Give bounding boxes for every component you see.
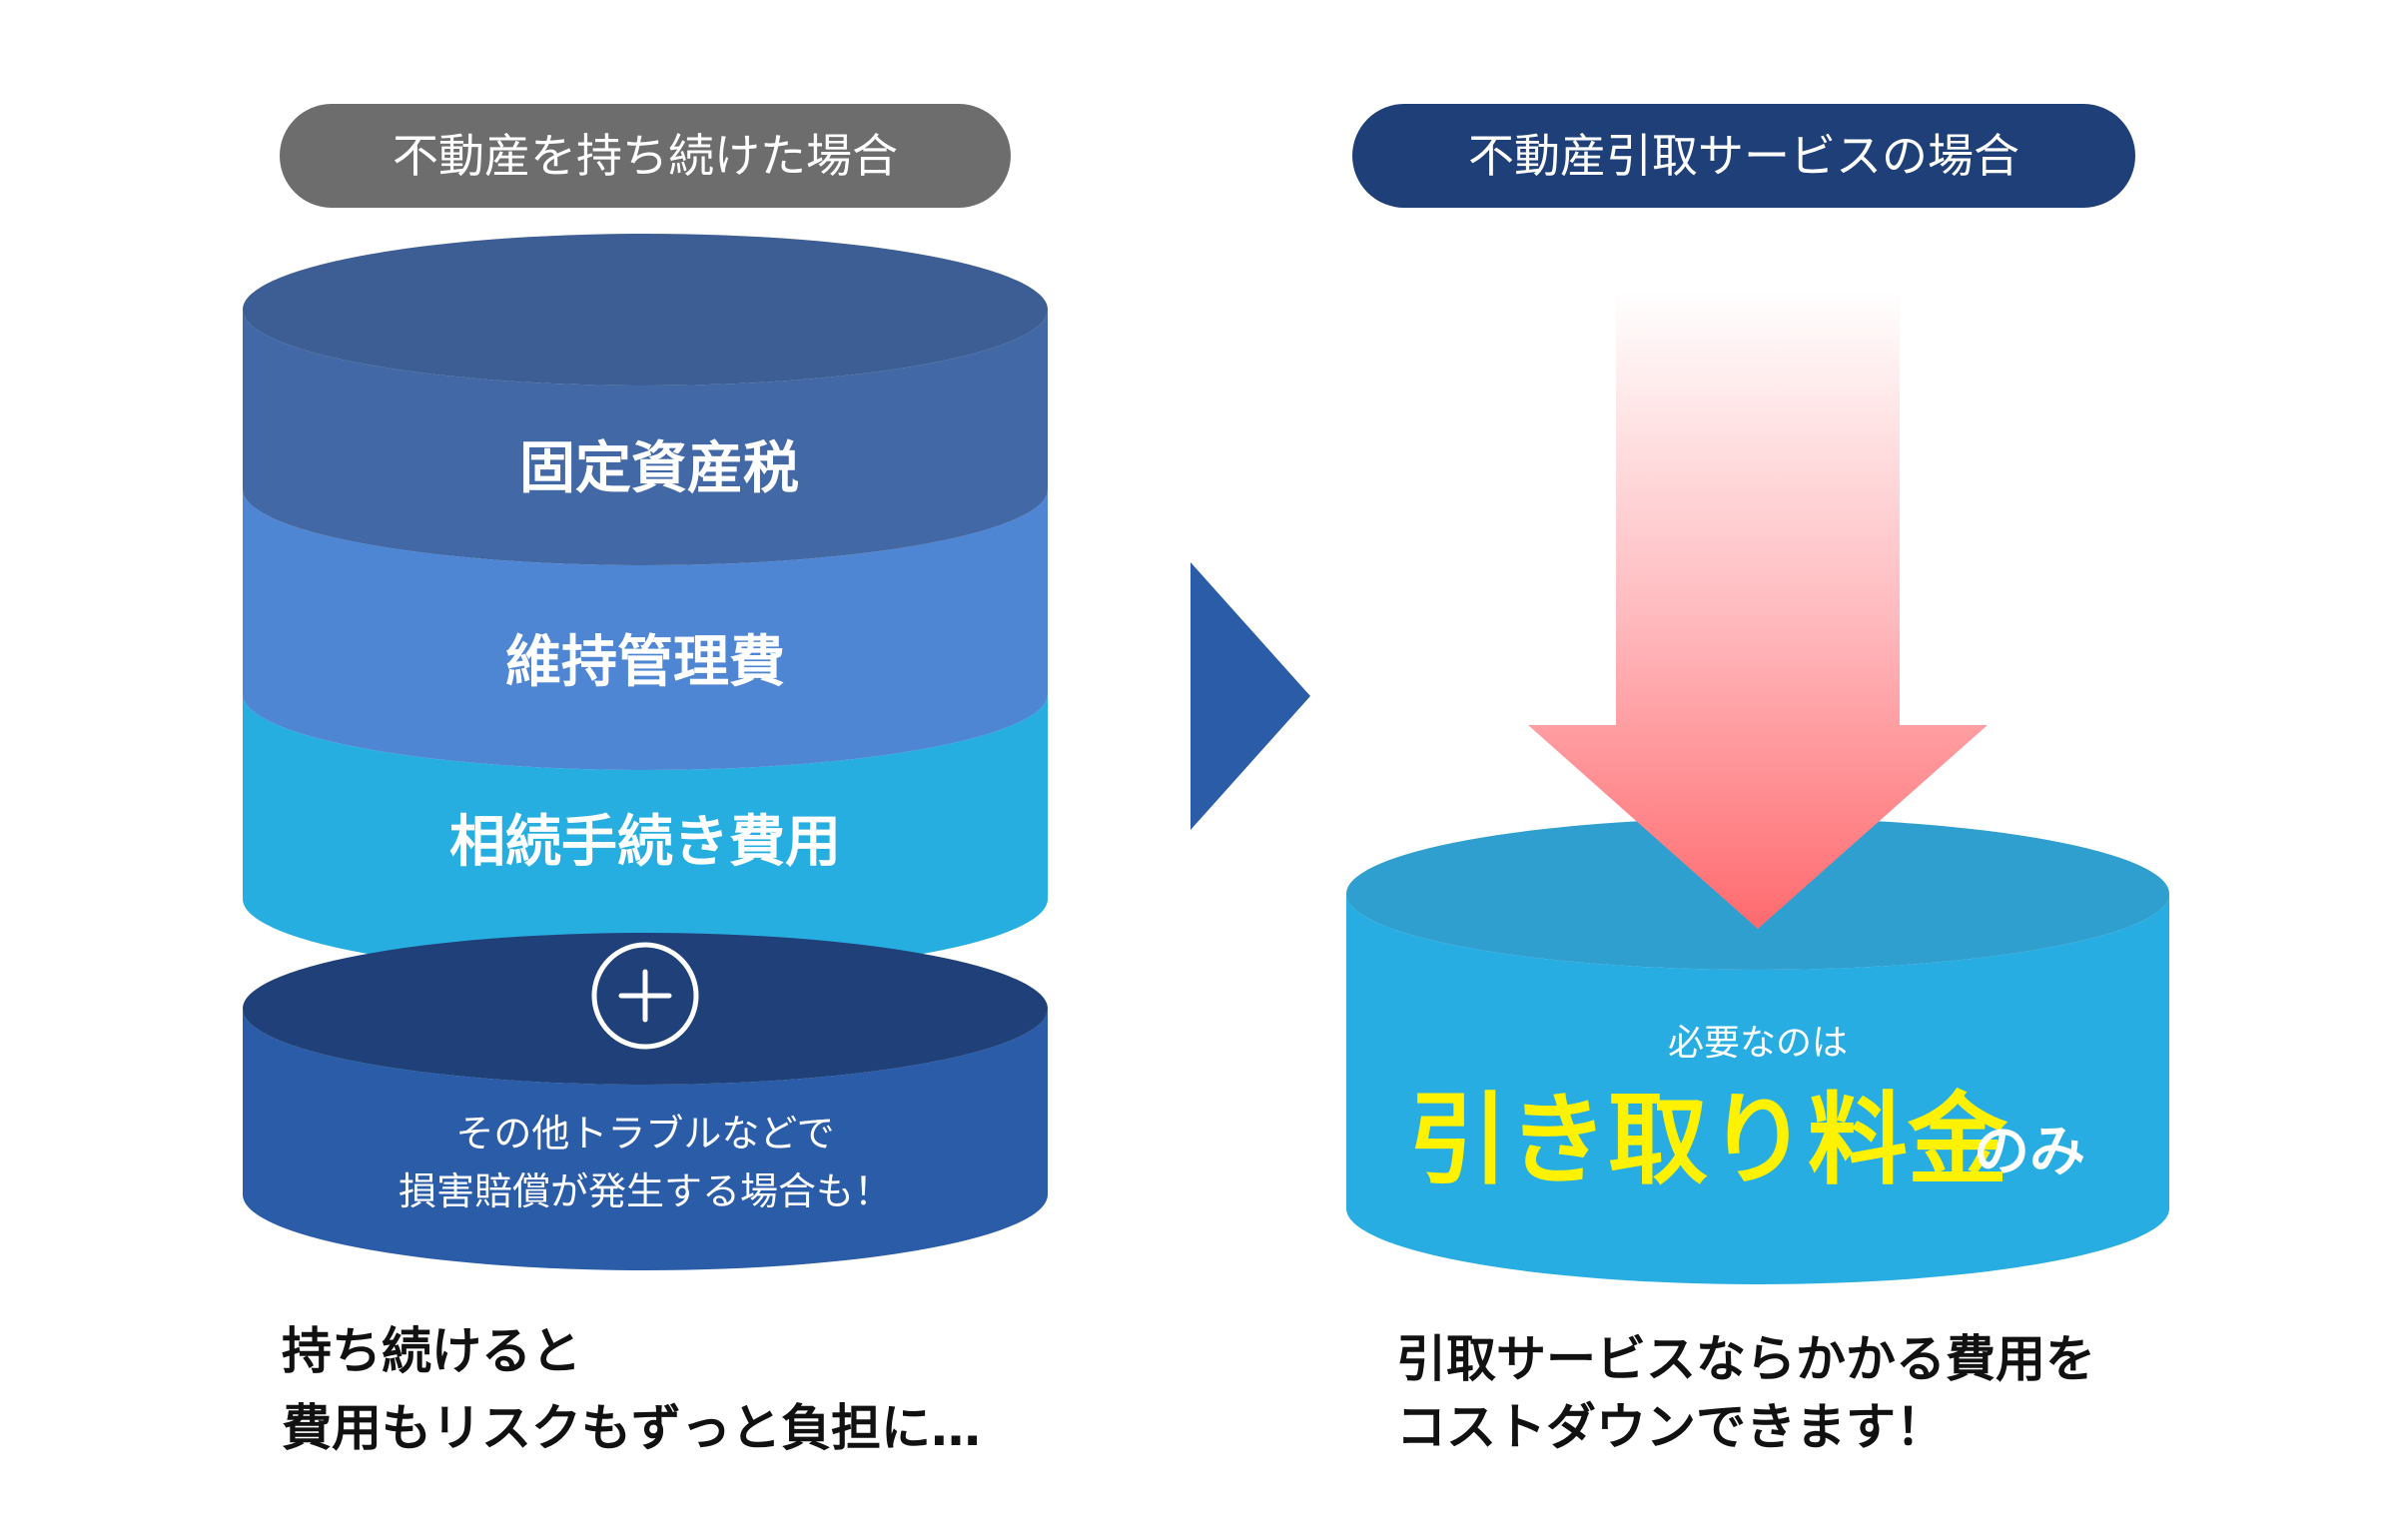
layer-inheritance-label: 相続手続き費用 <box>449 810 841 875</box>
left-heading: 不動産を持ち続けた場合 <box>280 104 1011 208</box>
trouble-line-2: 損害賠償が発生する場合も！ <box>399 1169 892 1213</box>
layer-maintenance: 維持管理費 <box>243 489 1048 770</box>
trouble-cylinder-body <box>243 1009 1048 1270</box>
fee-label: 引き取り料金 <box>1408 1082 2008 1198</box>
layer-property-tax: 固定資産税 <box>243 234 1048 565</box>
trouble-line-1: その他トラブルなどで <box>455 1112 834 1155</box>
left-heading-pill <box>280 104 1011 208</box>
right-caption: 引取サービスならかかる費用を コストダウンできます！ <box>1396 1330 2095 1456</box>
plus-icon <box>591 942 699 1050</box>
right-heading-pill <box>1352 104 2135 208</box>
left-heading-text: 不動産を持ち続けた場合 <box>393 129 898 183</box>
right-caption-line-1: 引取サービスならかかる費用を <box>1396 1330 2095 1388</box>
fee-cylinder-body <box>1346 894 2169 1284</box>
layer-property-tax-label: 固定資産税 <box>519 436 799 501</box>
layer-property-tax-top <box>243 234 1048 385</box>
only-label: のみ <box>1974 1120 2085 1184</box>
down-arrow-icon <box>1528 290 1988 929</box>
layer-inheritance: 相続手続き費用 <box>243 694 1048 975</box>
left-caption-line-2: 費用もリスクもずっと負担に… <box>282 1399 981 1457</box>
needed-label: 必要なのは <box>1668 1023 1848 1064</box>
right-heading: 不動産引取サービスの場合 <box>1352 104 2135 208</box>
layer-maintenance-label: 維持管理費 <box>505 630 785 695</box>
layer-property-tax-body <box>243 310 1048 565</box>
left-caption: 持ち続けると 費用もリスクもずっと負担に… <box>282 1322 981 1457</box>
triangle-arrow-icon <box>1191 562 1310 830</box>
right-caption-line-2: コストダウンできます！ <box>1396 1398 1946 1456</box>
layer-inheritance-body <box>243 694 1048 975</box>
left-caption-line-1: 持ち続けると <box>282 1322 581 1380</box>
layer-maintenance-body <box>243 489 1048 770</box>
right-heading-text: 不動産引取サービスの場合 <box>1468 129 2019 183</box>
cost-stack: 相続手続き費用 維持管理費 固定資産税 <box>243 234 1048 975</box>
